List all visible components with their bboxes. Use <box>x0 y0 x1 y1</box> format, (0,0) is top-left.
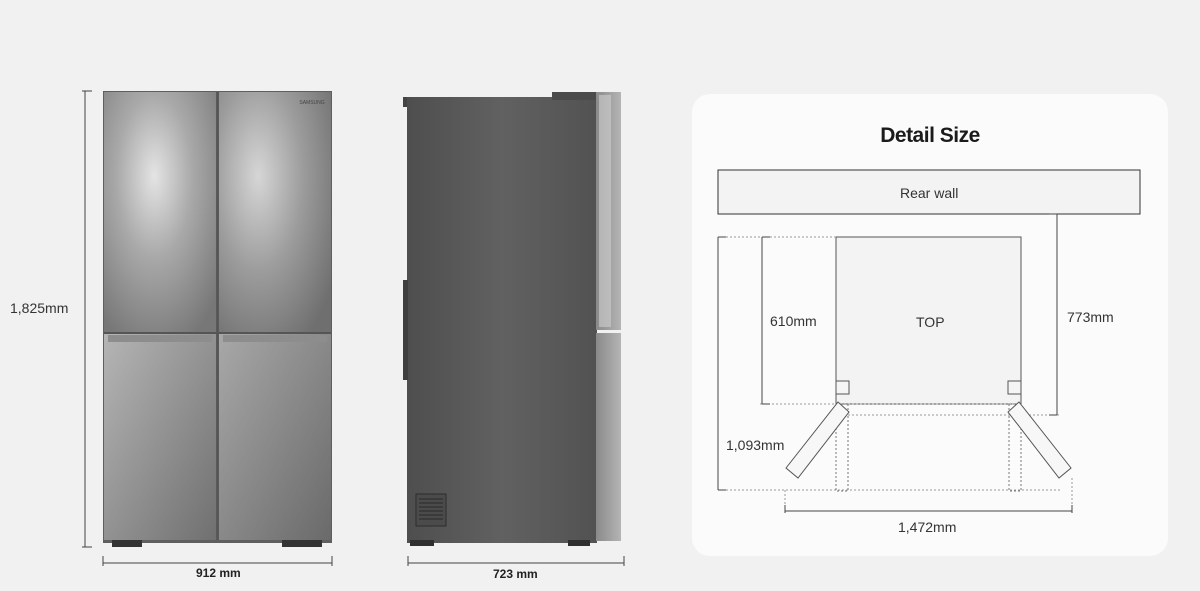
side-door-highlight <box>599 95 611 327</box>
open-width-dimension-line <box>784 505 1073 513</box>
side-foot-front <box>568 540 590 546</box>
front-width-dimension-line <box>102 556 333 566</box>
front-foot-left <box>112 540 142 547</box>
front-height-label: 1,825mm <box>10 300 69 316</box>
side-lower-door <box>596 333 621 541</box>
side-foot-rear <box>410 540 434 546</box>
right-open-door <box>1007 401 1072 479</box>
panel-title: Detail Size <box>880 124 980 147</box>
depth-with-doors-label: 773mm <box>1067 309 1114 325</box>
side-view-refrigerator <box>403 92 621 546</box>
upper-right-door <box>219 92 331 332</box>
front-width-label: 912 mm <box>196 566 241 580</box>
closed-door-outline <box>835 403 1022 492</box>
fridge-top-outline <box>835 236 1022 405</box>
side-cabinet <box>407 97 597 543</box>
vent-grille-slots <box>419 498 443 520</box>
total-depth-dimension-line <box>1049 213 1058 416</box>
rear-wall-box <box>717 169 1141 215</box>
body-depth-label: 610mm <box>770 313 817 329</box>
left-open-door <box>785 401 850 479</box>
top-label: TOP <box>916 314 945 330</box>
lower-left-handle <box>108 335 212 342</box>
open-depth-label: 1,093mm <box>726 437 785 453</box>
lower-left-door <box>104 334 216 540</box>
side-top-cap <box>552 92 598 100</box>
front-view-refrigerator: SAMSUNG <box>103 91 332 547</box>
side-top-hinge <box>403 97 408 107</box>
upper-left-door <box>104 92 216 332</box>
lower-right-handle <box>223 335 327 342</box>
open-width-label: 1,472mm <box>898 519 957 535</box>
front-foot-right <box>282 540 322 547</box>
brand-logo: SAMSUNG <box>299 100 324 106</box>
open-depth-dimension-line <box>717 236 726 491</box>
side-depth-label: 723 mm <box>493 567 538 581</box>
left-hinge <box>835 380 850 395</box>
side-recess <box>403 280 408 380</box>
rear-wall-label: Rear wall <box>900 185 959 201</box>
body-depth-dimension-line <box>761 236 770 405</box>
side-depth-dimension-line <box>407 556 625 566</box>
lower-right-door <box>219 334 331 540</box>
front-height-dimension-line <box>82 90 92 548</box>
right-hinge <box>1007 380 1022 395</box>
